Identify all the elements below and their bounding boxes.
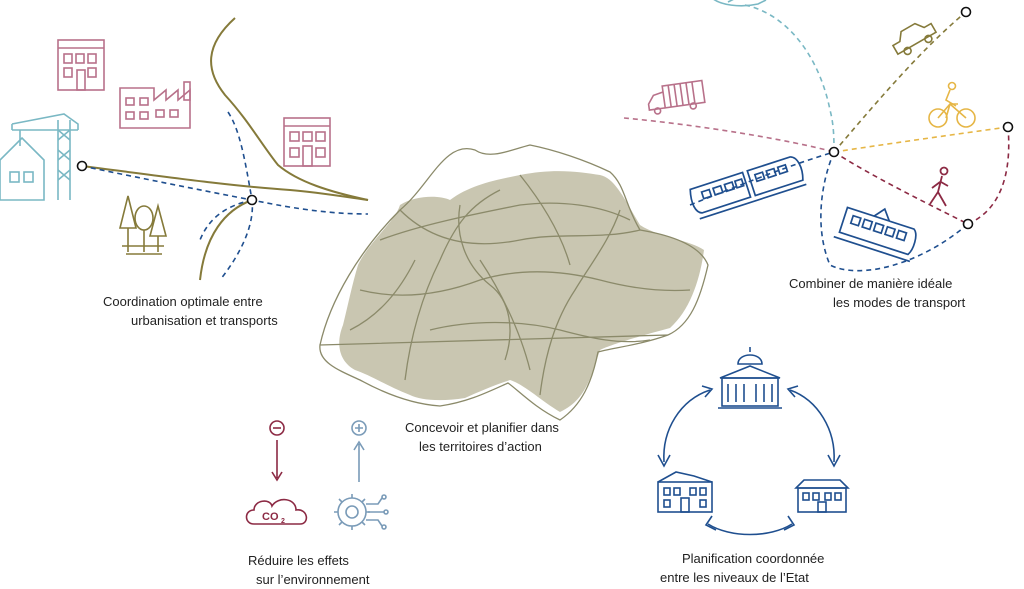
co2-label: CO [262,511,279,523]
minus-circle-icon [269,420,285,436]
transport-network [623,4,1014,272]
caption-planning: Planification coordonnée entre les nivea… [660,549,860,587]
apartment-building-icon [57,39,105,91]
shop-building-icon [283,117,331,167]
urban-network [76,17,369,281]
caption-transport-modes: Combiner de manière idéale les modes de … [789,274,989,312]
caption-line: sur l’environnement [256,572,370,587]
co2-subscript: 2 [281,518,285,525]
federal-palace-icon [718,347,782,409]
caption-line: Réduire les effets [248,553,349,568]
switzerland-map [319,144,709,421]
tram-icon [833,206,917,263]
caption-line: Combiner de manière idéale [789,276,953,291]
caption-line: Planification coordonnée [682,551,825,566]
network-node [828,146,840,158]
network-node [960,6,972,18]
commune-building-icon [794,479,850,513]
up-arrow [353,440,365,482]
caption-line: Coordination optimale entre [103,294,263,309]
plus-circle-icon [351,420,367,436]
airplane-icon [713,0,767,7]
caption-line: urbanisation et transports [131,313,278,328]
train-icon [689,156,807,220]
scene-illustration: CO 2 [0,0,1014,536]
trees-icon [118,195,168,255]
canton-building-icon [657,471,713,513]
network-node [1002,121,1014,133]
caption-territories: Concevoir et planifier dans les territoi… [405,418,605,456]
caption-environment: Réduire les effets sur l’environnement [248,551,408,589]
network-node [76,160,88,172]
planning-cycle [657,385,841,536]
down-arrow [271,440,283,482]
environment-graphic: CO 2 [245,420,389,530]
factory-icon [119,81,191,129]
car-icon [891,22,938,56]
pedestrian-icon [929,166,949,207]
truck-icon [647,79,706,115]
network-node [246,194,258,206]
caption-urban-transport: Coordination optimale entre urbanisation… [103,292,303,330]
action-territories-outlines [319,144,709,421]
co2-cloud-icon [245,498,308,525]
caption-line: les territoires d’action [419,439,542,454]
gear-circuit-icon [334,494,389,530]
house-crane-icon [0,113,79,201]
caption-line: entre les niveaux de l’Etat [660,570,809,585]
caption-line: les modes de transport [833,295,966,310]
network-node [962,218,974,230]
caption-line: Concevoir et planifier dans [405,420,559,435]
bicycle-icon [928,81,976,128]
